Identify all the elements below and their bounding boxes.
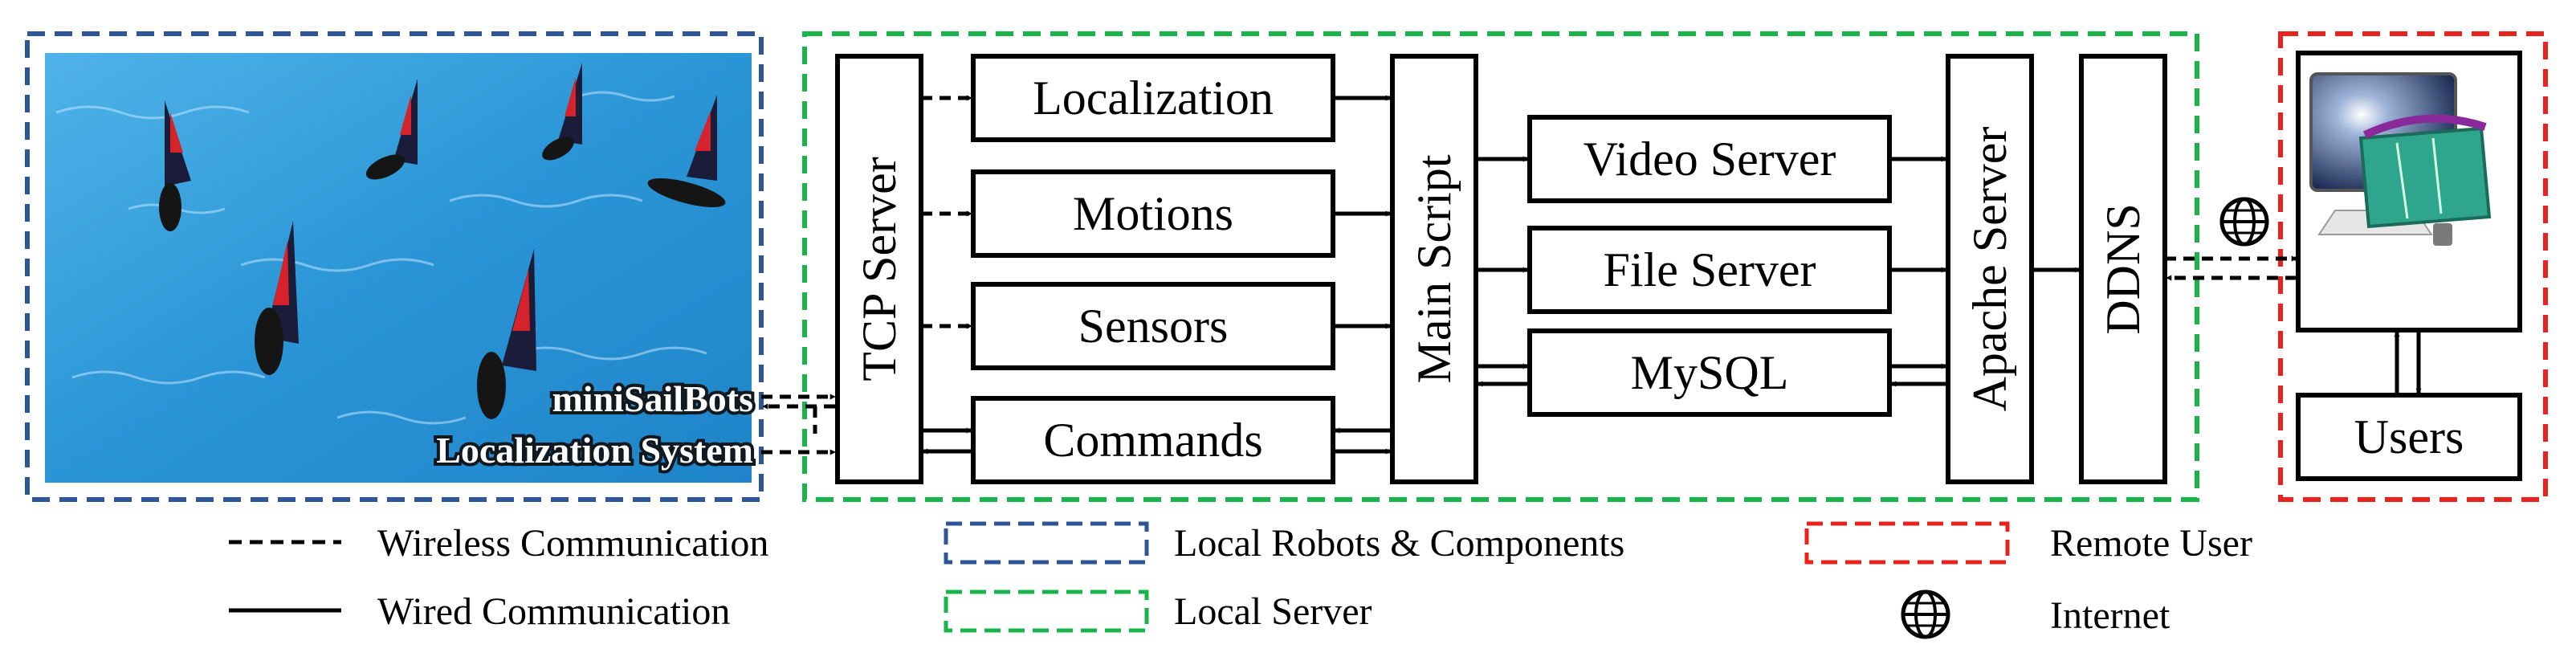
sailboat <box>365 79 418 180</box>
remote-user-group-frame <box>2278 31 2548 502</box>
sensors-node: Sensors <box>971 282 1335 370</box>
file-server-node: File Server <box>1527 226 1892 314</box>
localization-node: Localization <box>971 54 1335 142</box>
legend-remote-user-swatch <box>1804 521 2010 565</box>
apache-server-label: Apache Server <box>1963 127 2016 412</box>
legend-internet-label: Internet <box>2050 594 2170 637</box>
computer-icon <box>2309 72 2492 246</box>
globe-icon <box>2219 197 2269 247</box>
file-server-label: File Server <box>1604 243 1816 296</box>
sensors-label: Sensors <box>1078 300 1229 353</box>
localization-label: Localization <box>1033 71 1274 124</box>
users-label: Users <box>2354 410 2464 463</box>
sailboat <box>647 95 726 208</box>
localization-system-label: Localization System <box>436 430 753 471</box>
sailboat <box>255 221 299 375</box>
ddns-node: DDNS <box>2079 54 2167 484</box>
legend-local-server-swatch <box>944 589 1149 633</box>
computer-node <box>2296 51 2522 332</box>
legend-local-robots-swatch <box>944 521 1149 565</box>
local-robots-group-frame <box>25 31 764 502</box>
legend-local-server-label: Local Server <box>1174 590 1372 633</box>
mysql-node: MySQL <box>1527 328 1892 417</box>
local-server-group-frame <box>802 31 2199 502</box>
motions-label: Motions <box>1073 187 1233 240</box>
sailboat <box>159 100 191 231</box>
legend-globe-icon <box>1901 589 1950 639</box>
video-server-node: Video Server <box>1527 115 1892 203</box>
sailboat <box>542 63 582 161</box>
legend: Wireless Communication Wired Communicati… <box>229 521 2252 639</box>
users-node: Users <box>2296 393 2522 481</box>
commands-label: Commands <box>1043 414 1262 467</box>
mysql-label: MySQL <box>1631 346 1789 399</box>
sailboat <box>477 249 536 419</box>
main-script-label: Main Script <box>1408 154 1461 383</box>
connections <box>761 95 2422 455</box>
legend-local-robots-label: Local Robots & Components <box>1174 522 1624 565</box>
apache-server-node: Apache Server <box>1946 54 2034 484</box>
ddns-label: DDNS <box>2097 203 2150 334</box>
video-server-label: Video Server <box>1584 133 1836 186</box>
minisailbots-label: miniSailBots <box>552 378 753 419</box>
legend-wired-label: Wired Communication <box>377 590 730 633</box>
motions-node: Motions <box>971 169 1335 258</box>
commands-node: Commands <box>971 396 1335 484</box>
legend-remote-user-label: Remote User <box>2050 522 2252 565</box>
legend-wireless-label: Wireless Communication <box>377 522 768 565</box>
tcp-server-node: TCP Server <box>835 54 923 484</box>
tcp-server-label: TCP Server <box>853 157 906 381</box>
main-script-node: Main Script <box>1390 54 1478 484</box>
pool-photo: miniSailBots Localization System <box>45 53 756 483</box>
